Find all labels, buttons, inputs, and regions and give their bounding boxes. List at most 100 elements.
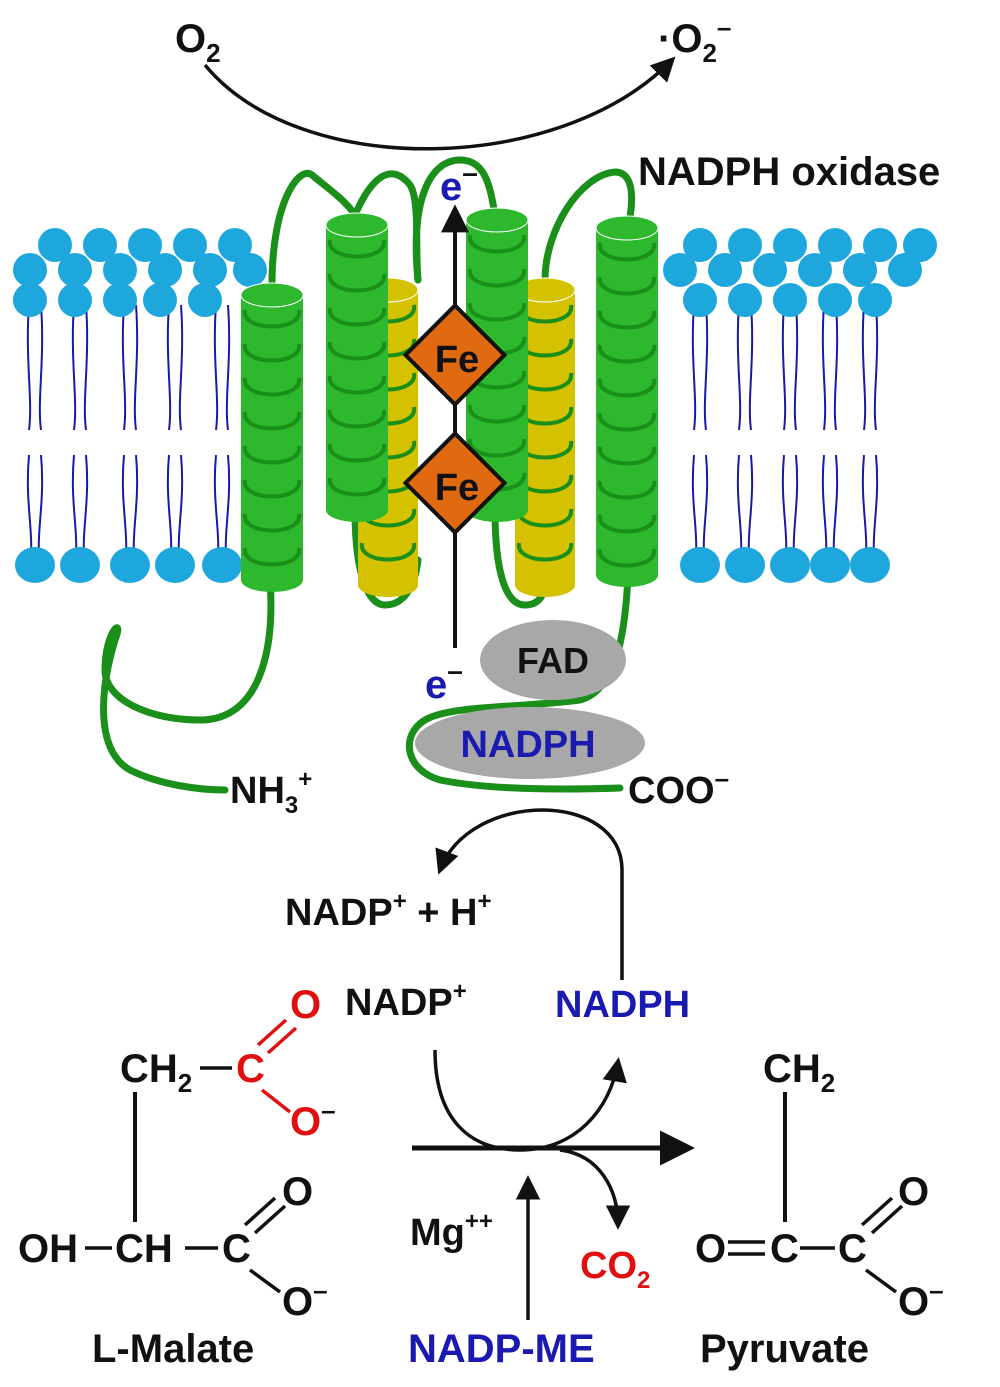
lipid-right-head [888, 253, 922, 287]
lipid-right-tail [793, 304, 799, 431]
pyruvate-double-bond-2 [870, 1204, 904, 1235]
lipid-left-head [60, 547, 100, 583]
lipid-left-head [155, 547, 195, 583]
lipid-left-tail [213, 454, 220, 556]
helix-1-coil [242, 309, 302, 567]
malate-ch2: CH2 [120, 1047, 192, 1098]
pyruvate-ch2: CH2 [763, 1047, 835, 1098]
lipid-left-tail [83, 304, 89, 431]
lipid-left-tail [26, 454, 33, 556]
lipid-right-tail [748, 304, 754, 431]
lipid-left-head [218, 228, 252, 262]
lipid-right-head [770, 547, 810, 583]
lipid-left-tail [166, 454, 173, 556]
lipid-left-head [38, 228, 72, 262]
nadph-regeneration-arrow [435, 808, 624, 980]
pyruvate-structure: CH2 O C C O O– Pyruvate [695, 1047, 944, 1371]
lipid-left-head [173, 228, 207, 262]
malate-bond-red-ominus [260, 1088, 292, 1114]
lipid-right-tail [747, 454, 754, 556]
l-malate-structure: CH2 C O O– OH CH C O O– L-Malate [18, 983, 336, 1371]
loop-h1-h2 [268, 169, 359, 289]
lipid-left-head [202, 547, 242, 583]
lipid-right-head [858, 283, 892, 317]
helix-inner-left-base [358, 573, 418, 597]
lipid-right-tail [861, 454, 868, 556]
lipid-left-tail [71, 304, 77, 431]
heme-upper: Fe [402, 302, 508, 408]
lipid-left-head [13, 253, 47, 287]
mg-cofactor-label: Mg++ [410, 1208, 493, 1254]
helix-4-cap [465, 207, 529, 233]
helix-2-cap [325, 212, 389, 238]
malate-bond-ominus [248, 1268, 282, 1294]
lipid-left-head [83, 228, 117, 262]
lipid-right-head [773, 283, 807, 317]
lipid-right-tail [736, 454, 743, 556]
c-terminus-label: COO– [628, 763, 729, 812]
malate-o-red-minus: O– [290, 1095, 336, 1144]
lipid-right-head [725, 547, 765, 583]
fad-label: FAD [517, 640, 589, 681]
lipid-right-tail [832, 454, 839, 556]
nadph-site-label: NADPH [460, 724, 595, 766]
lipid-right-tail [872, 454, 879, 556]
nadp-consumption-arc [433, 1049, 627, 1152]
nadph-binding-site: NADPH [415, 707, 645, 779]
lipid-right-tail [833, 304, 839, 431]
lipid-right-head [798, 253, 832, 287]
lipid-left-tail [178, 304, 184, 431]
lipid-left-head [233, 253, 267, 287]
lipid-left-tail [133, 304, 139, 431]
lipid-right-head [663, 253, 697, 287]
helix-6-body [596, 228, 658, 575]
helix-1-cap [240, 282, 304, 308]
lipid-right-tail [873, 304, 879, 431]
malate-oh: OH [18, 1227, 78, 1271]
fad-cofactor: FAD [480, 620, 626, 700]
nadp-h-label: NADP+ + H+ [285, 888, 491, 934]
electron-bottom-label: e– [425, 655, 463, 707]
helix-6 [595, 215, 659, 587]
lipid-left-tail [225, 304, 231, 431]
malate-c-red: C [236, 1047, 265, 1091]
pyruvate-double-bond-1 [860, 1196, 894, 1227]
pyruvate-o-top: O [898, 1170, 929, 1214]
co2-label: CO2 [580, 1245, 650, 1294]
lipid-right-tail [861, 304, 867, 431]
lipid-right-tail [781, 304, 787, 431]
lipid-left-head [128, 228, 162, 262]
lipid-bilayer-left [13, 228, 267, 583]
lipid-right-tail [792, 454, 799, 556]
electron-top-label: e– [440, 157, 478, 209]
lipid-left-head [58, 253, 92, 287]
lipid-right-head [818, 283, 852, 317]
n-terminus-label: NH3+ [230, 766, 312, 819]
lipid-left-head [103, 253, 137, 287]
helix-inner-right-coil [516, 304, 574, 562]
lipid-left-head [103, 283, 137, 317]
transmembrane-helices [240, 207, 659, 597]
pyruvate-c-center: C [770, 1227, 799, 1271]
helix-2-coil [327, 239, 387, 497]
lipid-bilayer-right [663, 228, 937, 583]
nadp-me-label: NADP-ME [408, 1327, 595, 1371]
malate-double-bond-red-1 [256, 1018, 288, 1047]
heme-upper-label: Fe [435, 339, 479, 381]
l-malate-name: L-Malate [92, 1327, 254, 1371]
lipid-right-head [850, 547, 890, 583]
lipid-left-tail [71, 454, 78, 556]
helix-6-base [596, 563, 658, 587]
heme-lower: Fe [402, 430, 508, 536]
malate-double-bond-red-2 [266, 1026, 298, 1055]
malate-o-minus: O– [282, 1275, 328, 1324]
n-terminal-loop [100, 576, 275, 794]
helix-1-base [241, 568, 303, 592]
malate-ch: CH [115, 1227, 173, 1271]
lipid-left-tail [132, 454, 139, 556]
lipid-right-head [903, 228, 937, 262]
helix-6-coil [597, 242, 657, 568]
lipid-left-tail [224, 454, 231, 556]
